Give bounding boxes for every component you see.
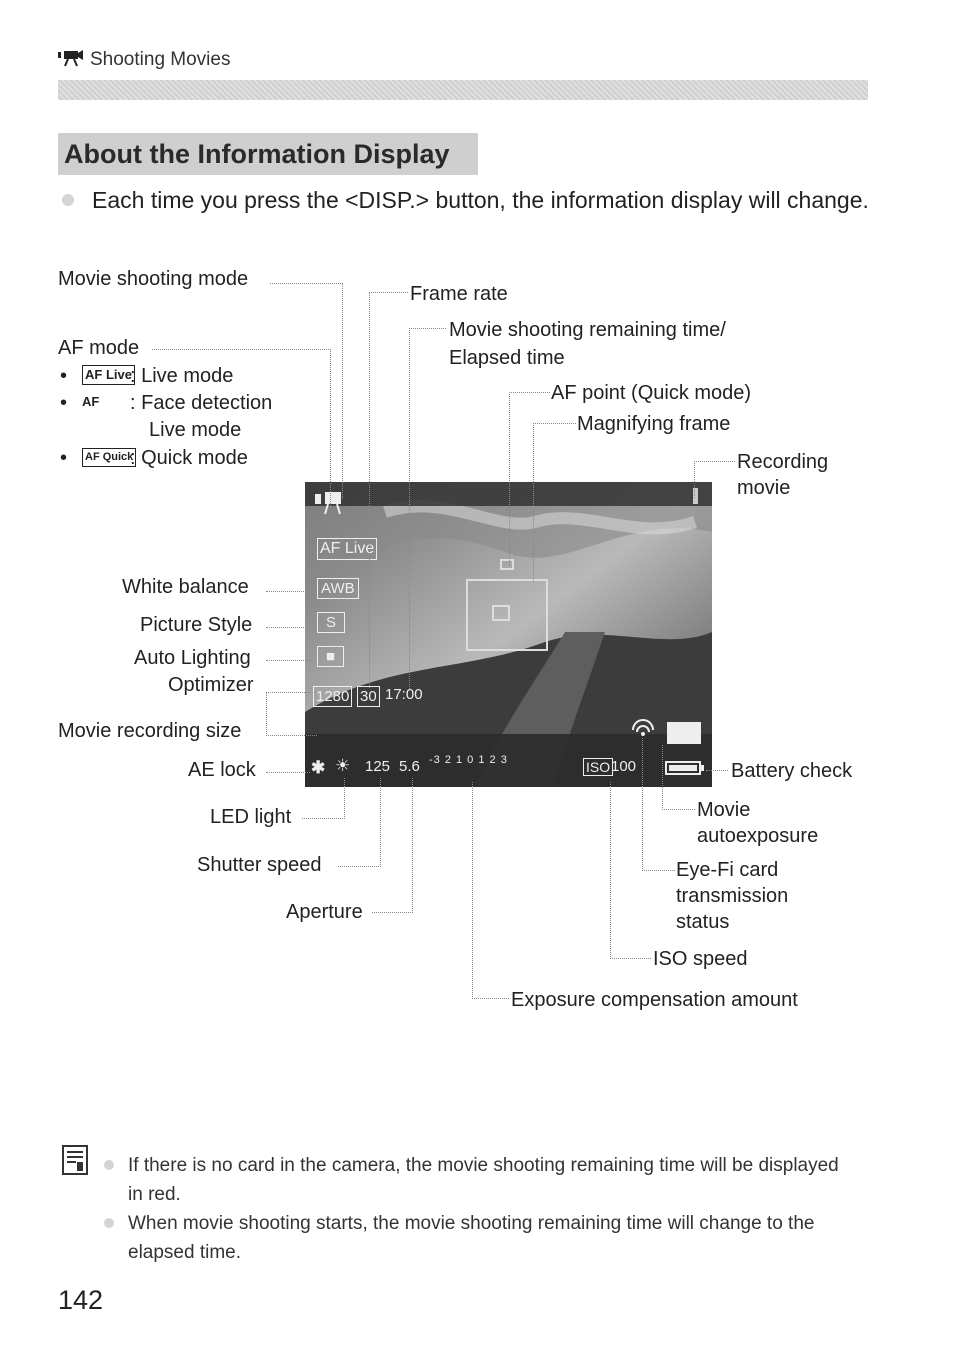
label-remaining-time-line2: Elapsed time	[449, 347, 565, 369]
label-eyefi-line2: transmission	[676, 885, 789, 907]
screen-af-mode: AF Live	[317, 538, 378, 560]
label-eyefi-line1: Eye-Fi card	[676, 859, 779, 881]
screen-remaining-time: 17:00	[385, 686, 423, 703]
label-shutter-speed: Shutter speed	[197, 854, 322, 876]
section-header: Shooting Movies	[90, 49, 231, 70]
screen-white-balance: AWB	[317, 578, 359, 599]
screen-picture-style: S	[317, 612, 346, 633]
label-movie-recording-size: Movie recording size	[58, 720, 242, 742]
screen-shutter-speed: 125	[365, 758, 391, 775]
label-iso-speed: ISO speed	[653, 948, 748, 970]
leader-ae-lock	[266, 772, 310, 773]
label-af-point: AF point (Quick mode)	[551, 382, 752, 404]
scene-image	[305, 482, 712, 787]
label-picture-style: Picture Style	[140, 614, 253, 636]
af-face-bullet: •	[60, 392, 68, 414]
label-aperture: Aperture	[286, 901, 363, 923]
label-frame-rate: Frame rate	[410, 283, 508, 305]
leader-white-balance	[266, 591, 316, 592]
label-movie-shooting-mode: Movie shooting mode	[58, 268, 249, 290]
leader-af-mode	[152, 349, 331, 540]
note-bullet-icon	[104, 1218, 114, 1228]
movie-camera-icon	[58, 50, 83, 67]
label-magnifying-frame: Magnifying frame	[577, 413, 731, 435]
af-quick-icon: AF Quick	[82, 448, 137, 467]
note-bullet-icon	[104, 1160, 114, 1170]
af-face-icon: AF	[82, 394, 100, 409]
leader-battery-check	[706, 770, 728, 771]
section-title: About the Information Display	[58, 133, 478, 175]
leader-frame-rate	[369, 292, 408, 688]
screen-aperture: 5.6	[399, 758, 420, 775]
leader-shutter-speed	[338, 778, 381, 867]
movie-mode-icon	[315, 492, 341, 515]
movie-ae-icon	[667, 722, 701, 744]
page-number: 142	[58, 1285, 104, 1315]
leader-remaining-time	[409, 328, 446, 689]
header-bar	[58, 80, 868, 100]
leader-led-light	[302, 778, 345, 819]
leader-eyefi	[642, 738, 675, 871]
leader-magnifying-frame	[533, 423, 576, 582]
screen-iso-label: ISO	[583, 758, 614, 776]
screen-exposure-scale: -3 2 1 0 1 2 3	[429, 754, 508, 766]
label-recording-line2: movie	[737, 477, 791, 499]
label-auto-lighting-line2: Optimizer	[168, 674, 254, 696]
label-af-live: : Live mode	[130, 365, 234, 387]
recording-indicator	[693, 488, 698, 504]
memo-icon	[62, 1145, 88, 1175]
label-af-face-line1: : Face detection	[130, 392, 273, 414]
leader-iso-speed	[610, 782, 651, 959]
leader-movie-shooting-mode	[270, 283, 343, 499]
camera-lcd-display: AF Live AWB S ■ 1280 30 17:00 ✱ ☀ 125 5.…	[305, 482, 712, 787]
label-ae-lock: AE lock	[188, 759, 256, 781]
leader-recording	[694, 461, 735, 498]
af-live-bullet: •	[60, 365, 68, 387]
leader-picture-style	[266, 627, 316, 628]
screen-ae-lock-icon: ✱	[311, 758, 326, 777]
screen-led-icon: ☀	[335, 756, 351, 775]
screen-recording-size: 1280	[313, 686, 353, 707]
screen-frame-rate: 30	[357, 686, 380, 707]
label-af-face-line2: Live mode	[149, 419, 242, 441]
label-af-mode: AF mode	[58, 337, 140, 359]
note-item: If there is no card in the camera, the m…	[128, 1155, 839, 1205]
label-white-balance: White balance	[122, 576, 249, 598]
leader-movie-ae	[662, 745, 695, 810]
leader-aperture	[372, 778, 413, 913]
screen-iso-value: 100	[611, 758, 637, 775]
leader-auto-lighting	[266, 660, 316, 661]
label-af-quick: : Quick mode	[130, 447, 248, 469]
leader-exposure-comp	[472, 782, 509, 999]
af-quick-bullet: •	[60, 447, 68, 469]
bullet-icon	[62, 194, 74, 206]
label-movie-ae-line2: autoexposure	[697, 825, 819, 847]
leader-af-point	[509, 392, 550, 565]
label-battery-check: Battery check	[731, 760, 853, 782]
battery-icon	[665, 761, 704, 775]
label-movie-ae-line1: Movie	[697, 799, 751, 821]
label-exposure-comp: Exposure compensation amount	[511, 989, 798, 1011]
label-recording-line1: Recording	[737, 451, 829, 473]
intro-text: Each time you press the <DISP.> button, …	[92, 187, 869, 213]
eyefi-status-icon	[632, 719, 654, 736]
af-live-icon: AF Live	[82, 365, 135, 385]
leader-movie-recording-size	[266, 692, 317, 736]
label-auto-lighting-line1: Auto Lighting	[134, 647, 251, 669]
note-item: When movie shooting starts, the movie sh…	[128, 1213, 815, 1263]
screen-alo-icon: ■	[317, 646, 345, 667]
label-remaining-time-line1: Movie shooting remaining time/	[449, 319, 726, 341]
label-eyefi-line3: status	[676, 911, 730, 933]
label-led-light: LED light	[210, 806, 292, 828]
